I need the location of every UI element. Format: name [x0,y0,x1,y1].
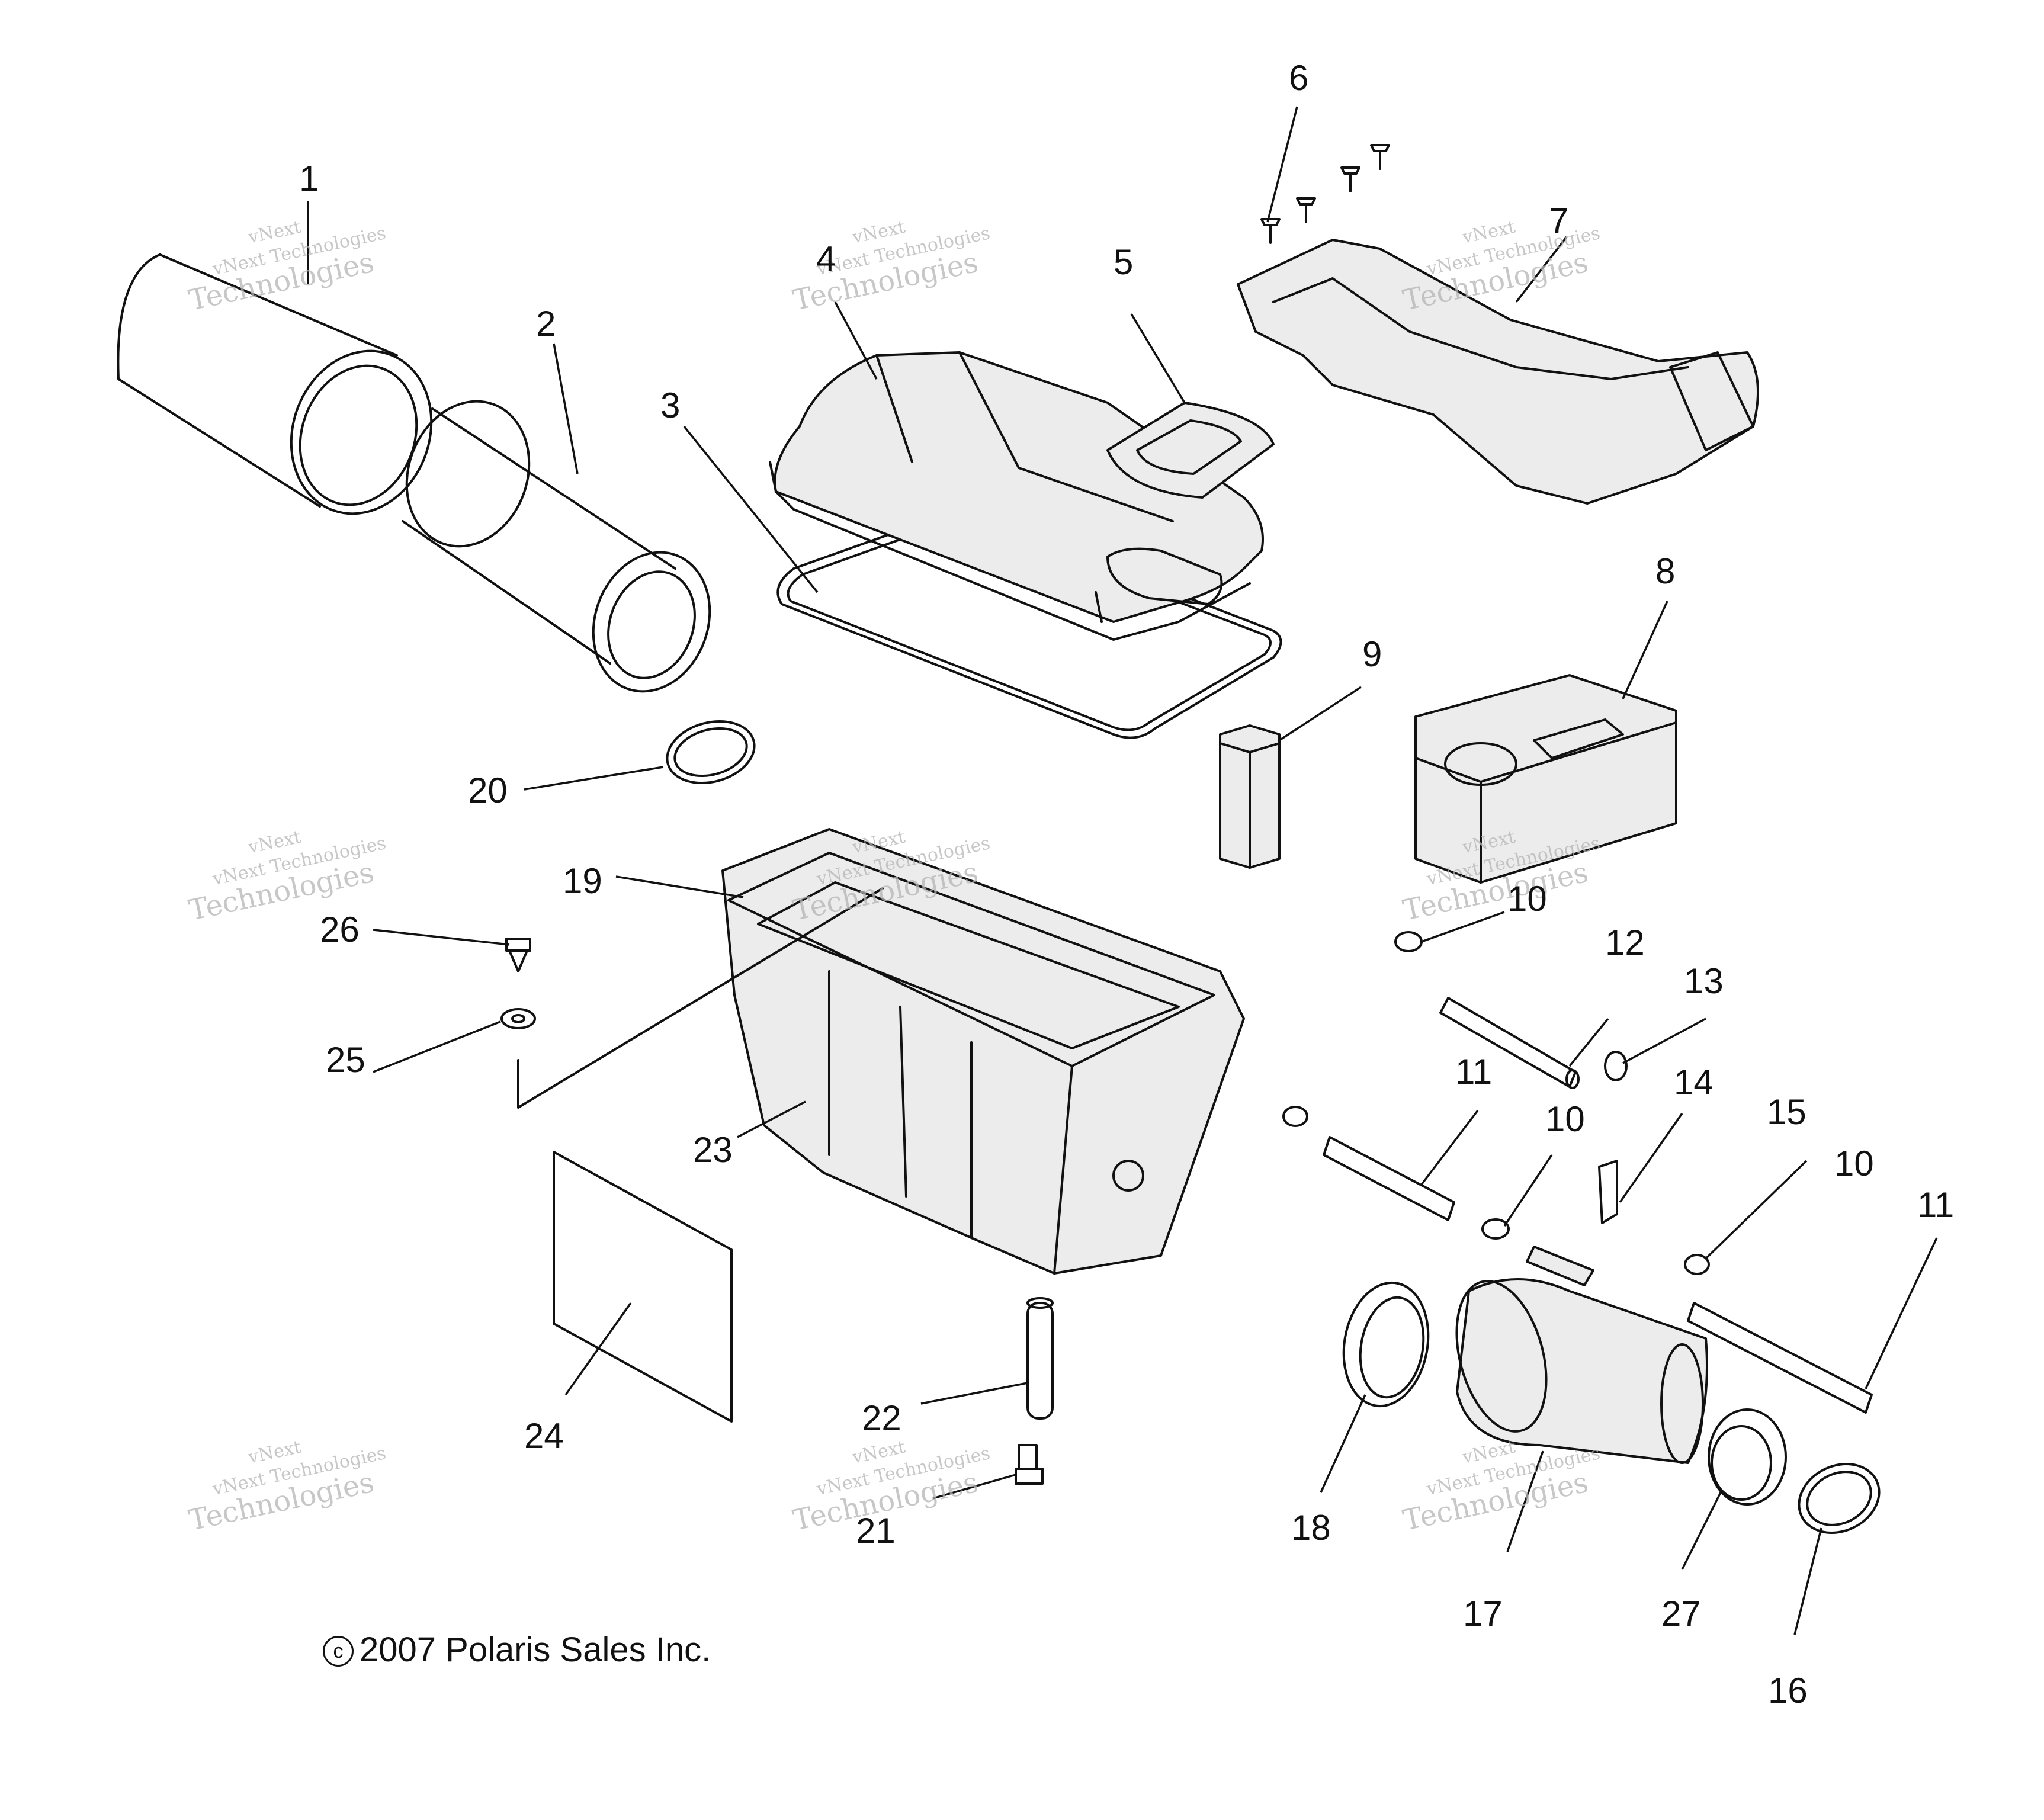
part-5-cover-plate [1106,402,1275,499]
callout-21: 21 [856,1511,896,1551]
part-9-foam-strip [1219,724,1281,869]
callout-25: 25 [326,1040,365,1080]
callout-16: 16 [1768,1671,1808,1710]
part-10-clamp-d [1684,1254,1710,1275]
part-1-filter-sleeve [117,253,433,515]
part-3-gasket [776,508,1282,739]
copyright-symbol: c [323,1636,354,1667]
part-27-coupler [1708,1408,1787,1506]
callout-4: 4 [816,239,836,279]
callout-11-b: 11 [1917,1185,1954,1225]
callouts: 1 2 3 4 5 6 7 8 9 10 12 13 11 10 14 15 1… [299,58,1954,1710]
part-8-foam-block [1414,674,1677,884]
callout-17: 17 [1463,1594,1503,1633]
part-15-check-valve [1526,1246,1594,1286]
callout-13: 13 [1684,961,1724,1001]
part-16-clamp [1798,1463,1881,1534]
callout-5: 5 [1114,242,1133,282]
part-10-clamp-b [1282,1106,1308,1127]
callout-22: 22 [862,1398,901,1438]
callout-3: 3 [660,386,680,425]
callout-23: 23 [693,1130,733,1170]
part-4-airbox-lid [769,351,1264,641]
callout-18: 18 [1291,1508,1331,1548]
part-2-air-filter [402,400,711,693]
callout-20: 20 [468,771,508,810]
part-11-hose-b [1687,1302,1873,1414]
part-10-clamp-a [1394,931,1423,952]
callout-9: 9 [1362,634,1382,674]
leader-lines [307,106,1938,1635]
callout-10-a: 10 [1507,879,1547,919]
part-6-screws [1260,144,1390,244]
callout-11-a: 11 [1455,1052,1492,1092]
callout-14: 14 [1674,1063,1714,1102]
part-11-hose-a [1323,1136,1455,1221]
part-13-clip [1604,1051,1628,1081]
callout-26: 26 [320,910,360,949]
part-20-clamp [666,720,756,785]
part-21-fitting [1015,1444,1044,1485]
part-14-p-clip [1598,1160,1618,1224]
callout-10-c: 10 [1834,1144,1874,1183]
callout-2: 2 [536,304,556,344]
callout-10-b: 10 [1545,1099,1585,1139]
part-17-intake-boot [1455,1278,1708,1464]
callout-24: 24 [524,1416,564,1456]
part-25-washer [500,1008,536,1029]
callout-8: 8 [1655,551,1675,591]
part-23-airbox-base [721,828,1245,1275]
callout-7: 7 [1549,201,1568,240]
part-10-clamp-c [1481,1218,1510,1240]
bracket-line [517,887,884,1109]
part-22-drain-tube [1026,1297,1054,1420]
callout-19: 19 [563,861,602,901]
callout-27: 27 [1661,1594,1701,1633]
part-24-decal [553,1151,733,1423]
part-12-hose [1439,997,1580,1089]
callout-15: 15 [1767,1092,1806,1132]
callout-6: 6 [1289,58,1308,98]
copyright-text: 2007 Polaris Sales Inc. [360,1630,711,1669]
part-26-bolt [505,938,531,972]
callout-12: 12 [1605,923,1645,962]
part-7-intake-duct [1237,239,1759,505]
callout-1: 1 [299,159,319,198]
part-18-ring [1342,1281,1430,1408]
